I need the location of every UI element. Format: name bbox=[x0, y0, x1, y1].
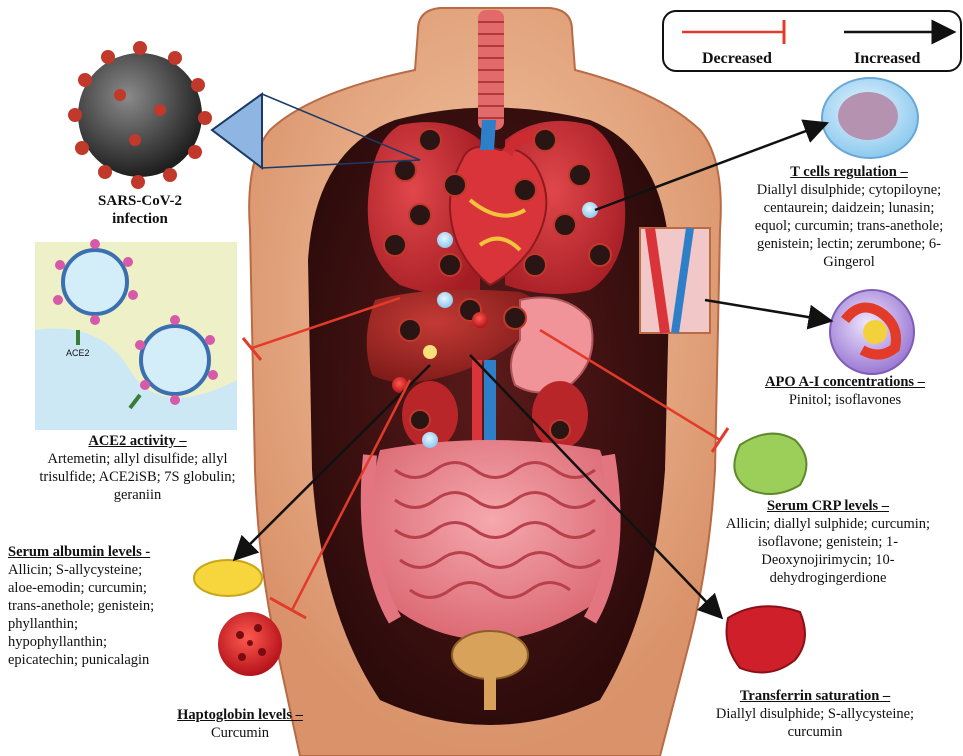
ace2-inset-label: ACE2 bbox=[66, 348, 90, 358]
haptoglobin-icon bbox=[218, 612, 282, 676]
legend-symbols bbox=[664, 14, 960, 50]
t-cells-line: equol; curcumin; trans-anethole; bbox=[735, 217, 963, 235]
transferrin-icon bbox=[727, 606, 805, 672]
ace2-annotation: ACE2 activity – Artemetin; allyl disulfi… bbox=[5, 432, 270, 504]
albumin-line: epicatechin; punicalagin bbox=[8, 651, 198, 669]
albumin-line: trans-anethole; genistein; bbox=[8, 597, 198, 615]
albumin-icon bbox=[194, 560, 262, 596]
crp-title: Serum CRP levels – bbox=[698, 497, 958, 515]
albumin-line: hypophyllanthin; bbox=[8, 633, 198, 651]
legend: Decreased Increased bbox=[662, 10, 962, 72]
t-cells-line: centaurein; daidzein; lunasin; bbox=[735, 199, 963, 217]
transferrin-annotation: Transferrin saturation – Diallyl disulph… bbox=[680, 687, 950, 741]
ace2-line: Artemetin; allyl disulfide; allyl bbox=[5, 450, 270, 468]
crp-line: Deoxynojirimycin; 10- bbox=[698, 551, 958, 569]
ace2-line: geraniin bbox=[5, 486, 270, 504]
virus-icon bbox=[68, 41, 212, 189]
crp-line: dehydrogingerdione bbox=[698, 569, 958, 587]
virus-caption-line-2: infection bbox=[70, 210, 210, 228]
t-cells-title: T cells regulation – bbox=[735, 163, 963, 181]
arm-vessel-inset bbox=[640, 228, 710, 333]
intestines bbox=[368, 440, 614, 640]
apo-annotation: APO A-I concentrations – Pinitol; isofla… bbox=[735, 373, 955, 409]
haptoglobin-annotation: Haptoglobin levels – Curcumin bbox=[150, 706, 330, 742]
haptoglobin-title: Haptoglobin levels – bbox=[150, 706, 330, 724]
transferrin-title: Transferrin saturation – bbox=[680, 687, 950, 705]
apo-line: Pinitol; isoflavones bbox=[735, 391, 955, 409]
legend-decreased-label: Decreased bbox=[702, 50, 772, 68]
t-cell-icon bbox=[822, 78, 918, 158]
zoom-cone bbox=[212, 94, 262, 168]
apo-title: APO A-I concentrations – bbox=[735, 373, 955, 391]
transferrin-line: curcumin bbox=[680, 723, 950, 741]
t-cells-annotation: T cells regulation – Diallyl disulphide;… bbox=[735, 163, 963, 271]
haptoglobin-line: Curcumin bbox=[150, 724, 330, 742]
crp-icon bbox=[734, 434, 806, 494]
virus-caption: SARS-CoV-2 infection bbox=[70, 192, 210, 228]
ace2-inset bbox=[35, 239, 237, 430]
t-cells-line: Gingerol bbox=[735, 253, 963, 271]
trachea bbox=[478, 10, 504, 130]
albumin-line: phyllanthin; bbox=[8, 615, 198, 633]
t-cells-line: genistein; lectin; zerumbone; 6- bbox=[735, 235, 963, 253]
crp-line: isoflavone; genistein; 1- bbox=[698, 533, 958, 551]
albumin-title: Serum albumin levels - bbox=[8, 543, 198, 561]
bladder bbox=[452, 631, 528, 679]
transferrin-line: Diallyl disulphide; S-allycysteine; bbox=[680, 705, 950, 723]
ace2-title: ACE2 activity – bbox=[5, 432, 270, 450]
crp-annotation: Serum CRP levels – Allicin; diallyl sulp… bbox=[698, 497, 958, 587]
t-cells-line: Diallyl disulphide; cytopiloyne; bbox=[735, 181, 963, 199]
albumin-annotation: Serum albumin levels - Allicin; S-allycy… bbox=[8, 543, 198, 669]
crp-line: Allicin; diallyl sulphide; curcumin; bbox=[698, 515, 958, 533]
albumin-line: Allicin; S-allycysteine; bbox=[8, 561, 198, 579]
virus-caption-line-1: SARS-CoV-2 bbox=[70, 192, 210, 210]
albumin-line: aloe-emodin; curcumin; bbox=[8, 579, 198, 597]
apo-cell-icon bbox=[830, 290, 914, 374]
legend-increased-label: Increased bbox=[854, 50, 920, 68]
ace2-line: trisulfide; ACE2iSB; 7S globulin; bbox=[5, 468, 270, 486]
